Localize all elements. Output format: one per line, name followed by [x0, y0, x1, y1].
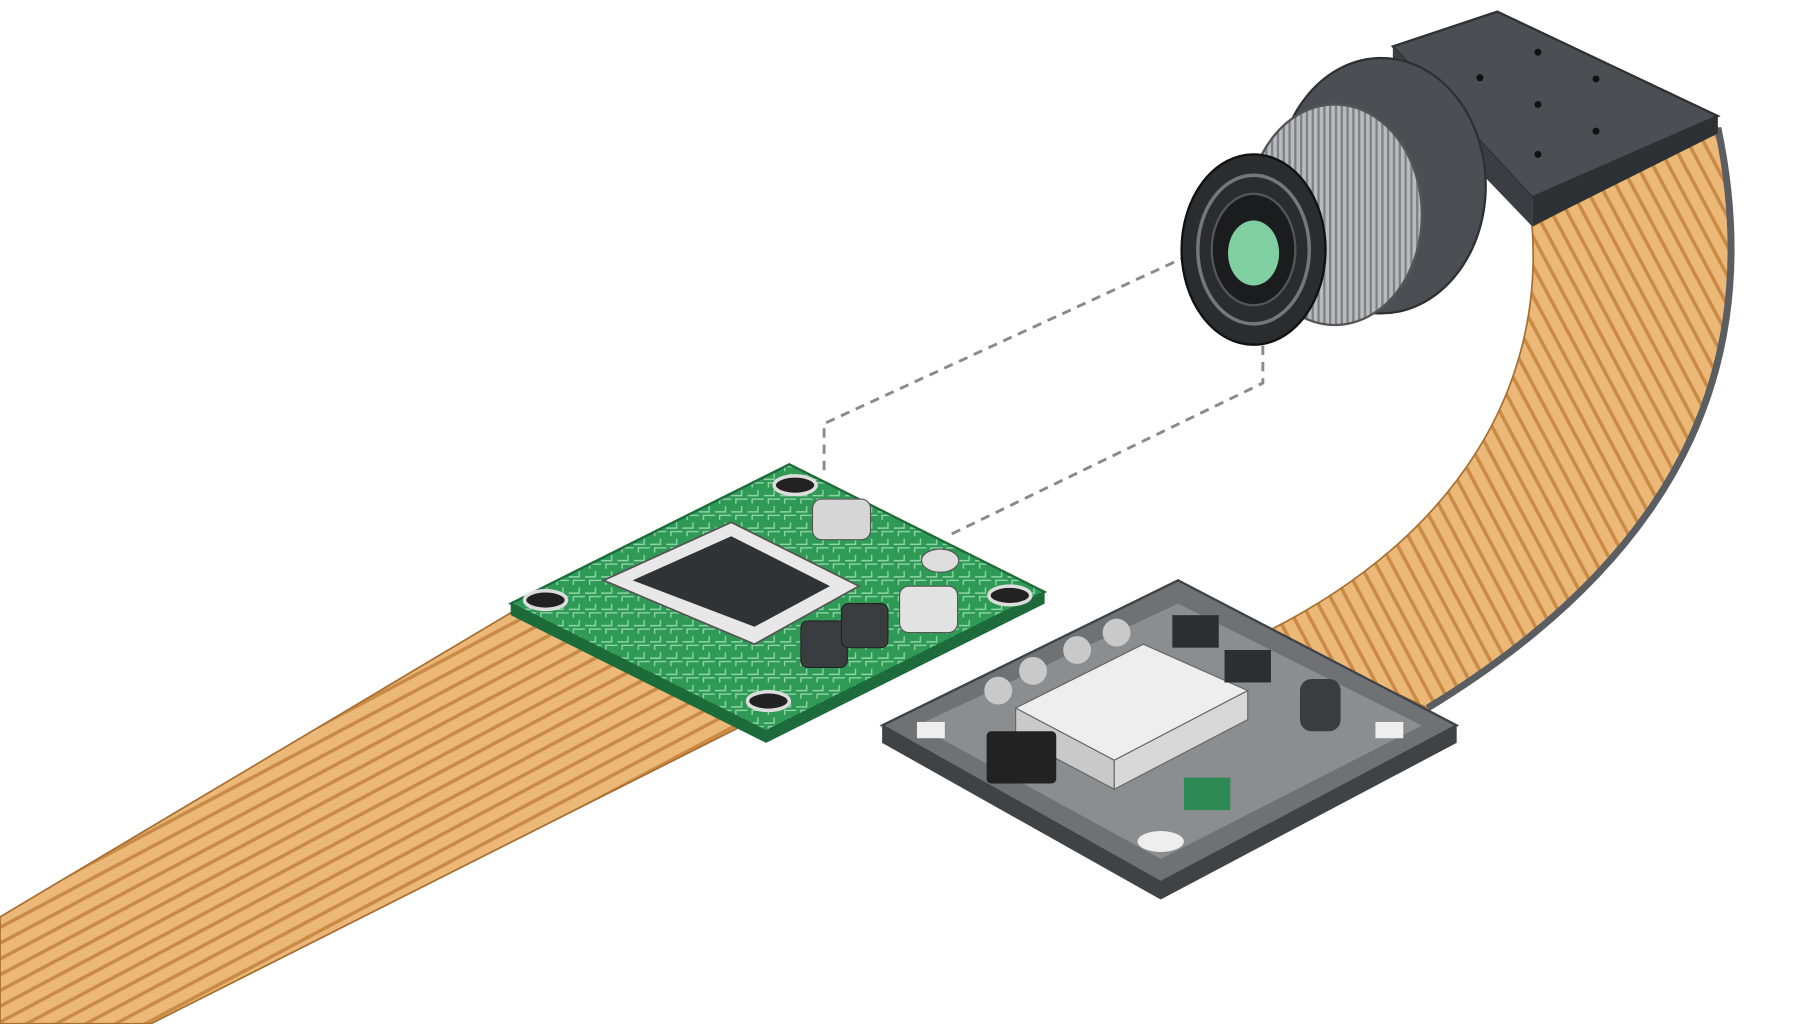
- camera-assembly: [1180, 10, 1721, 346]
- mount-hole: [522, 589, 569, 612]
- capacitor: [1299, 679, 1341, 732]
- connector: [986, 731, 1057, 784]
- pcb-board: [508, 462, 1048, 743]
- component: [921, 548, 960, 573]
- alignment-line-1: [822, 256, 1185, 471]
- mount-hole: [772, 474, 818, 497]
- mount-hole: [1137, 831, 1184, 852]
- alignment-line-2: [951, 336, 1265, 536]
- sensor-module: [879, 579, 1460, 900]
- mount-hole: [745, 690, 792, 713]
- ribbon-cable-edge: [1425, 126, 1735, 712]
- ic: [1224, 649, 1271, 683]
- lens-glass: [1228, 220, 1280, 286]
- inductor: [800, 620, 848, 668]
- ic: [1172, 615, 1219, 648]
- inductor: [840, 602, 889, 649]
- capacitor: [811, 498, 872, 541]
- capacitor: [898, 585, 959, 634]
- image-sensor-chip: [632, 536, 830, 627]
- mount-hole: [987, 584, 1033, 607]
- green-component: [1183, 777, 1231, 811]
